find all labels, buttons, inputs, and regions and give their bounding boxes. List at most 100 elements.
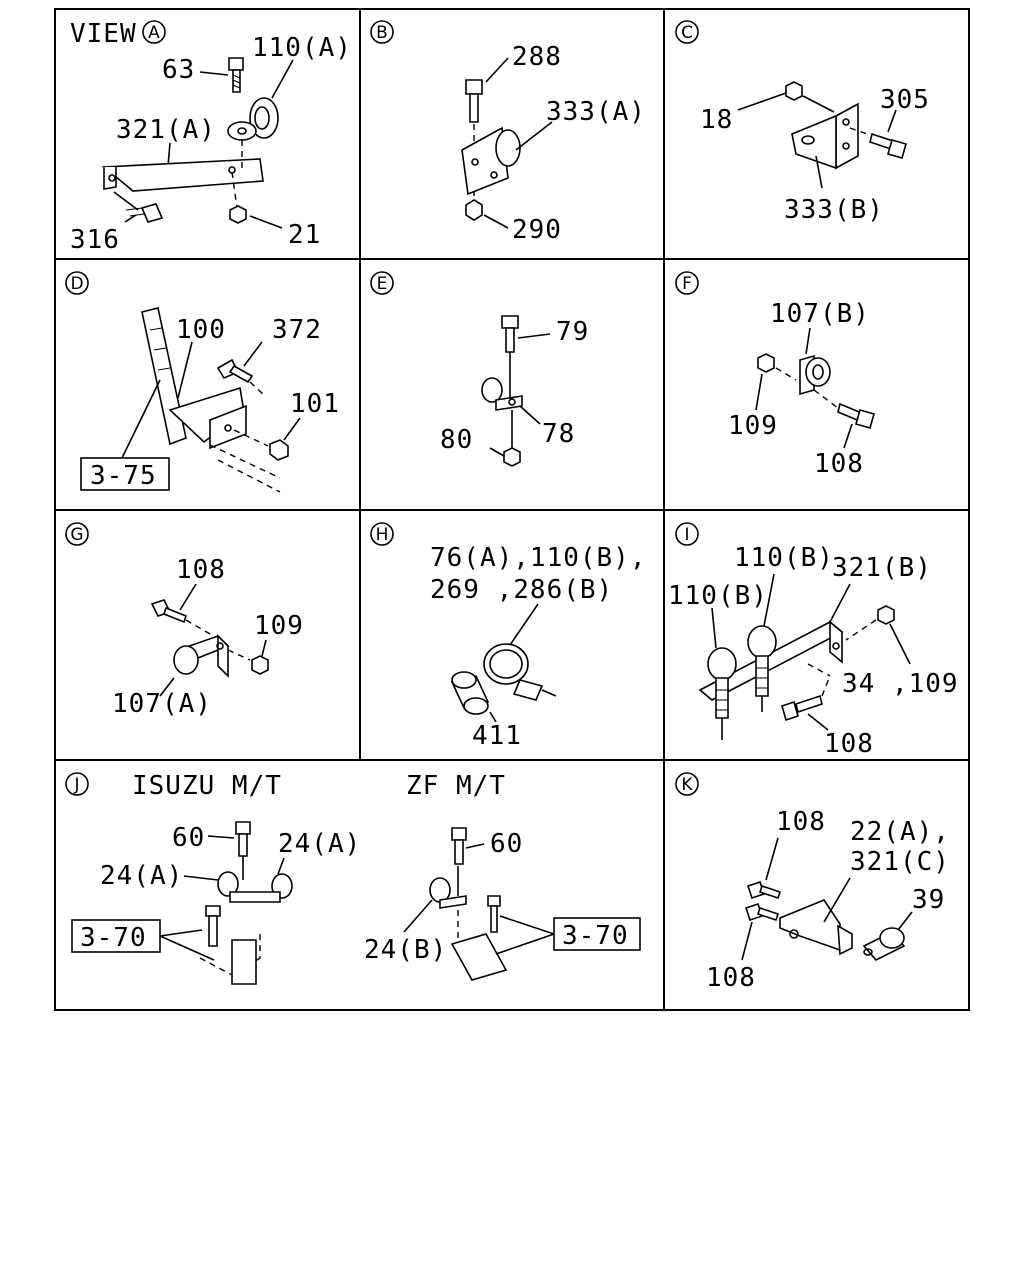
panel-e: E 79 78 80 bbox=[370, 271, 589, 467]
panel-f: F 107(B) 109 108 bbox=[675, 271, 875, 479]
nut-80-drawing bbox=[489, 447, 521, 467]
sleeve-411-drawing bbox=[450, 671, 497, 723]
bolt-63-drawing bbox=[199, 57, 244, 93]
label-109: 109 bbox=[254, 611, 304, 641]
panel-letter: A bbox=[148, 23, 160, 43]
label-39: 39 bbox=[912, 885, 945, 915]
label-79: 79 bbox=[556, 317, 589, 347]
panel-letter: J bbox=[73, 775, 79, 795]
label-333a: 333(A) bbox=[546, 97, 646, 127]
panel-letter: F bbox=[682, 274, 692, 294]
clamp-333a-drawing bbox=[461, 121, 553, 196]
bolt-108-drawing bbox=[781, 663, 831, 731]
clip-78-drawing bbox=[481, 377, 541, 450]
label-24a-right: 24(A) bbox=[278, 829, 361, 859]
label-321a: 321(A) bbox=[116, 115, 216, 145]
bolt-316-drawing bbox=[113, 191, 164, 223]
label-110b-2: 110(B) bbox=[734, 543, 834, 573]
label-18: 18 bbox=[700, 105, 733, 135]
panel-letter: C bbox=[681, 23, 693, 43]
label-22a: 22(A), bbox=[850, 817, 950, 847]
label-100: 100 bbox=[176, 315, 226, 345]
label-line1: 76(A),110(B), bbox=[430, 543, 647, 573]
label-290: 290 bbox=[512, 215, 562, 245]
label-107b: 107(B) bbox=[770, 299, 870, 329]
nut-109-drawing bbox=[755, 353, 797, 411]
panel-g: G 108 109 107(A) bbox=[65, 522, 304, 719]
panel-i: I 110(B) 110(B) 321(B) 34 ,109 108 bbox=[668, 522, 959, 759]
panel-a: VIEW A 63 110(A) 321(A) 316 21 bbox=[70, 19, 351, 255]
isuzu-heading: ISUZU M/T bbox=[132, 771, 282, 801]
label-108: 108 bbox=[814, 449, 864, 479]
panel-letter: B bbox=[376, 23, 388, 43]
panel-c: C 18 305 333(B) bbox=[675, 20, 930, 225]
label-63: 63 bbox=[162, 55, 195, 85]
label-78: 78 bbox=[542, 419, 575, 449]
label-108-top: 108 bbox=[776, 807, 826, 837]
bolt-305-drawing bbox=[849, 109, 907, 159]
bolts-108-drawing bbox=[741, 837, 782, 961]
bracket-321a-drawing bbox=[101, 140, 264, 192]
label-24a-left: 24(A) bbox=[100, 861, 183, 891]
nut-109-drawing bbox=[227, 639, 269, 675]
panel-h: H 76(A),110(B), 269 ,286(B) 411 bbox=[370, 522, 647, 751]
panel-letter: G bbox=[70, 525, 83, 545]
label-108-bottom: 108 bbox=[706, 963, 756, 993]
clip-110b-right-drawing bbox=[747, 573, 777, 712]
label-110b-1: 110(B) bbox=[668, 581, 768, 611]
clip-39-drawing bbox=[862, 911, 913, 961]
panel-letter: I bbox=[684, 525, 689, 545]
label-372: 372 bbox=[272, 315, 322, 345]
zf-assembly-drawing bbox=[403, 827, 555, 981]
panel-k: K 108 22(A), 321(C) 39 108 bbox=[675, 772, 950, 993]
label-316: 316 bbox=[70, 225, 120, 255]
label-80: 80 bbox=[440, 425, 473, 455]
bracket-321c-drawing bbox=[779, 877, 853, 956]
label-60-left: 60 bbox=[172, 823, 205, 853]
panel-d: D 100 372 101 3-75 bbox=[65, 271, 340, 493]
label-21: 21 bbox=[288, 220, 321, 250]
label-60-right: 60 bbox=[490, 829, 523, 859]
panel-letter: E bbox=[377, 274, 388, 294]
nut-21-drawing bbox=[229, 171, 283, 229]
panel-letter: D bbox=[70, 274, 83, 294]
bracket-333b-drawing bbox=[791, 102, 859, 189]
label-line2: 269 ,286(B) bbox=[430, 575, 613, 605]
panel-b: B 288 333(A) 290 bbox=[370, 20, 646, 245]
label-333b: 333(B) bbox=[784, 195, 884, 225]
bolt-288-drawing bbox=[465, 57, 509, 200]
label-109: 109 bbox=[728, 411, 778, 441]
label-411: 411 bbox=[472, 721, 522, 751]
ref-3-70-right: 3-70 bbox=[562, 921, 629, 951]
bolt-108-drawing bbox=[837, 402, 875, 449]
label-108: 108 bbox=[824, 729, 874, 759]
panel-letter-circle bbox=[142, 20, 166, 44]
panel-letter: H bbox=[376, 525, 389, 545]
clip-110b-left-drawing bbox=[707, 607, 737, 740]
panel-j: J ISUZU M/T ZF M/T 60 24(A) 24(A) 3-70 6… bbox=[65, 771, 641, 985]
clamp-drawing bbox=[483, 603, 557, 701]
ref-box-3-75 bbox=[80, 457, 170, 491]
bracket-321b-drawing bbox=[698, 583, 851, 701]
nut-109-drawing bbox=[845, 605, 911, 665]
bracket-107b-drawing bbox=[799, 327, 839, 409]
bolt-372-drawing bbox=[216, 341, 265, 396]
ref-3-75: 3-75 bbox=[90, 461, 157, 491]
label-321b: 321(B) bbox=[832, 553, 932, 583]
label-288: 288 bbox=[512, 42, 562, 72]
label-101: 101 bbox=[290, 389, 340, 419]
bolt-79-drawing bbox=[501, 315, 551, 400]
isuzu-assembly-drawing bbox=[159, 821, 293, 985]
ref-3-70-left: 3-70 bbox=[80, 923, 147, 953]
zf-heading: ZF M/T bbox=[406, 771, 506, 801]
panel-letter: K bbox=[681, 775, 693, 795]
label-34-109: 34 ,109 bbox=[842, 669, 959, 699]
label-305: 305 bbox=[880, 85, 930, 115]
nut-18-drawing bbox=[737, 81, 835, 113]
label-108: 108 bbox=[176, 555, 226, 585]
label-24b: 24(B) bbox=[364, 935, 447, 965]
label-321c: 321(C) bbox=[850, 847, 950, 877]
nut-290-drawing bbox=[465, 199, 509, 229]
bracket-100-drawing bbox=[168, 341, 281, 493]
